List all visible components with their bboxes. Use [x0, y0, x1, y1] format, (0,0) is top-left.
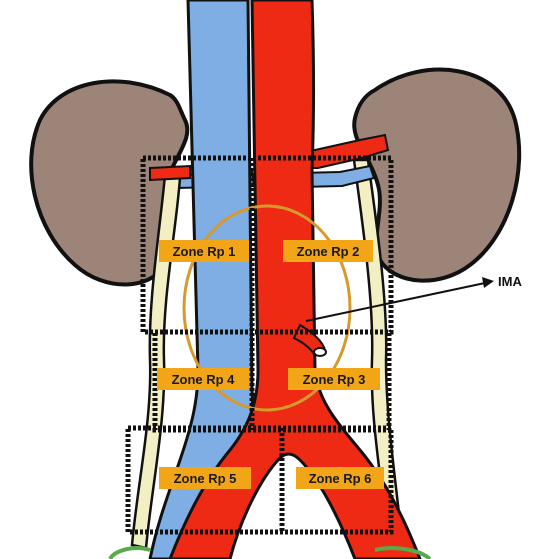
zone-label-rp4: Zone Rp 4 — [157, 368, 249, 390]
svg-text:Zone Rp 2: Zone Rp 2 — [297, 244, 360, 259]
svg-text:Zone Rp 3: Zone Rp 3 — [303, 372, 366, 387]
zone-label-rp1: Zone Rp 1 — [159, 240, 249, 262]
left-bladder-arc — [110, 548, 150, 559]
left-renal-artery — [150, 166, 190, 180]
zone-label-rp3: Zone Rp 3 — [288, 368, 380, 390]
zone-label-rp6: Zone Rp 6 — [296, 467, 384, 489]
zone-label-rp5: Zone Rp 5 — [159, 467, 251, 489]
ima-label: IMA — [498, 274, 522, 289]
svg-text:Zone Rp 6: Zone Rp 6 — [309, 471, 372, 486]
svg-text:Zone Rp 5: Zone Rp 5 — [174, 471, 237, 486]
svg-text:Zone Rp 1: Zone Rp 1 — [173, 244, 236, 259]
zone-label-rp2: Zone Rp 2 — [283, 240, 373, 262]
svg-text:Zone Rp 4: Zone Rp 4 — [172, 372, 236, 387]
